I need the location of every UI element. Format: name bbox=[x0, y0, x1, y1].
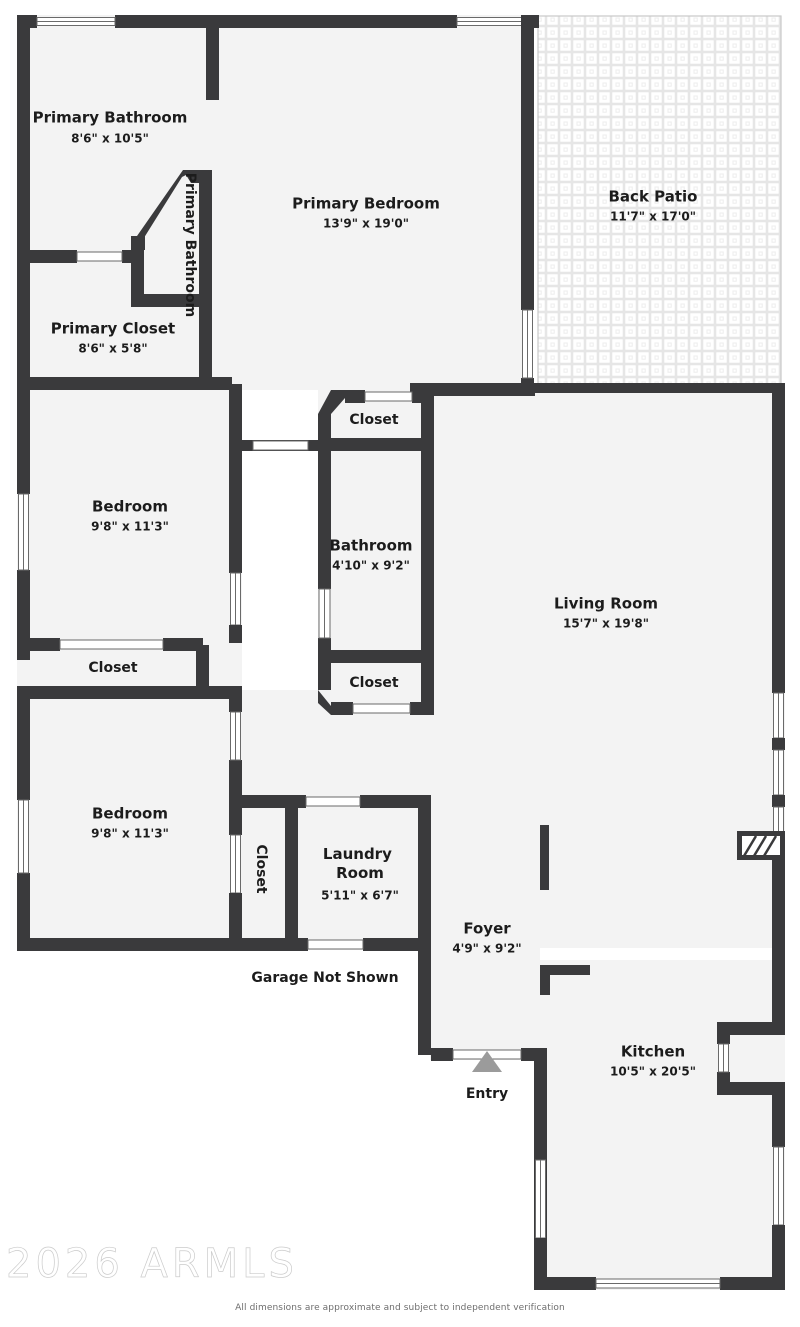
room-dim-laundry_room: 5'11" x 6'7" bbox=[321, 889, 399, 903]
window-kitchen-right bbox=[773, 1146, 784, 1226]
room-label-closet_top: Closet bbox=[349, 412, 399, 428]
laundry-line-1: Laundry bbox=[323, 845, 392, 863]
door-laundry-bottom bbox=[307, 939, 364, 950]
room-label-bathroom: Bathroom bbox=[329, 537, 412, 555]
room-dim-primary_bathroom: 8'6" x 10'5" bbox=[71, 132, 149, 146]
window-living-2 bbox=[773, 749, 784, 796]
room-dim-kitchen: 10'5" x 20'5" bbox=[610, 1065, 696, 1079]
door-hall-bedroom1 bbox=[252, 440, 309, 451]
window-living-1 bbox=[773, 692, 784, 739]
room-label-closet_bed1: Closet bbox=[88, 660, 138, 676]
room-label-closet_bed2: Closet bbox=[253, 844, 269, 894]
door-laundry-top bbox=[305, 796, 361, 807]
door-closet-bottom bbox=[352, 703, 411, 714]
fireplace-hatch bbox=[737, 831, 785, 860]
window-top-left bbox=[36, 17, 116, 26]
room-dim-bathroom: 4'10" x 9'2" bbox=[332, 559, 410, 573]
room-label-living_room: Living Room bbox=[554, 595, 658, 613]
room-dim-back_patio: 11'7" x 17'0" bbox=[610, 210, 696, 224]
room-label-primary_bathroom_2: Primary Bathroom bbox=[182, 173, 198, 317]
annotations: Garage Not Shown Entry bbox=[251, 970, 508, 1102]
door-closet-top bbox=[364, 391, 413, 402]
back-patio-area bbox=[537, 15, 782, 391]
room-label-bedroom_1: Bedroom bbox=[92, 498, 168, 516]
kitchen-opening bbox=[718, 1043, 729, 1073]
room-dim-living_room: 15'7" x 19'8" bbox=[563, 617, 649, 631]
door-bedroom2-closet bbox=[230, 834, 241, 894]
entry-label: Entry bbox=[466, 1086, 508, 1102]
room-label-primary_closet: Primary Closet bbox=[51, 320, 175, 338]
window-kitchen-left bbox=[535, 1159, 546, 1239]
room-label-laundry_room: Laundry Room bbox=[323, 845, 397, 882]
window-bedroom1 bbox=[18, 493, 29, 571]
window-top-right bbox=[456, 17, 528, 26]
room-label-primary_bathroom: Primary Bathroom bbox=[33, 109, 188, 127]
room-dim-primary_closet: 8'6" x 5'8" bbox=[78, 342, 147, 356]
door-primary-closet bbox=[76, 251, 123, 262]
door-closet-bed1 bbox=[59, 639, 164, 650]
room-label-kitchen: Kitchen bbox=[621, 1043, 685, 1061]
laundry-line-2: Room bbox=[336, 864, 384, 882]
room-label-bedroom_2: Bedroom bbox=[92, 805, 168, 823]
room-dim-primary_bedroom: 13'9" x 19'0" bbox=[323, 217, 409, 231]
door-bedroom2-top bbox=[230, 711, 241, 761]
garage-not-shown-note: Garage Not Shown bbox=[251, 970, 398, 986]
room-label-primary_bedroom: Primary Bedroom bbox=[292, 195, 440, 213]
door-bedroom1 bbox=[230, 572, 241, 626]
room-dim-foyer: 4'9" x 9'2" bbox=[452, 942, 521, 956]
window-kitchen-bottom bbox=[595, 1278, 721, 1289]
disclaimer-text: All dimensions are approximate and subje… bbox=[235, 1303, 565, 1313]
walls bbox=[17, 15, 785, 1290]
room-dim-bedroom_2: 9'8" x 11'3" bbox=[91, 827, 169, 841]
room-label-closet_bottom: Closet bbox=[349, 675, 399, 691]
room-label-back_patio: Back Patio bbox=[609, 188, 698, 206]
window-bedroom2 bbox=[18, 799, 29, 874]
room-label-foyer: Foyer bbox=[463, 920, 511, 938]
door-bathroom bbox=[318, 588, 331, 639]
room-dim-bedroom_1: 9'8" x 11'3" bbox=[91, 520, 169, 534]
room-labels: Primary Bathroom 8'6" x 10'5" Primary Be… bbox=[33, 109, 698, 1079]
entry-arrow-icon bbox=[472, 1051, 502, 1072]
patio-door bbox=[522, 309, 533, 379]
watermark-armls: 2026 ARMLS bbox=[6, 1241, 298, 1288]
